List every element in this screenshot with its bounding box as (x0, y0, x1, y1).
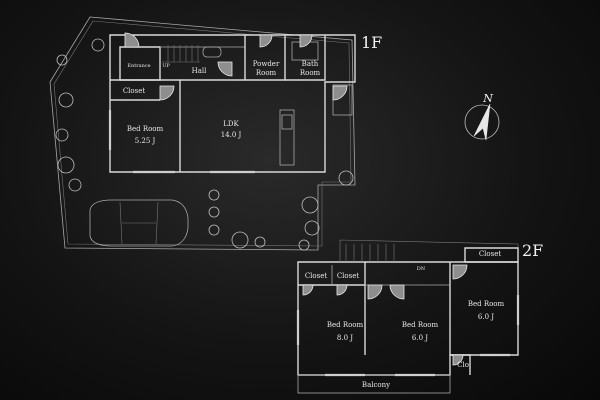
door-2f-bed-c (452, 264, 468, 280)
second-floor-plan: Closet Closet Closet DN Bed Room 8.0 J B… (296, 239, 543, 394)
label-bed-room-2f-a-size: 8.0 J (337, 334, 353, 342)
compass-circle (464, 104, 500, 140)
north-compass: N (464, 92, 500, 141)
label-bed-room-2f-c: Bed Room (468, 300, 505, 308)
compass-label: N (482, 92, 493, 105)
door-2f-closet-a (302, 284, 314, 296)
toilet (202, 46, 222, 58)
label-bath-room-2: Room (300, 69, 321, 77)
label-bed-room-2f-a: Bed Room (327, 321, 364, 329)
label-bed-room-1f: Bed Room (127, 125, 164, 133)
door-2f-bed-b (389, 284, 405, 300)
label-powder-room-2: Room (256, 69, 277, 77)
label-bed-room-1f-size: 5.25 J (135, 137, 156, 145)
label-ldk-size: 14.0 J (221, 131, 242, 139)
kitchen-counter (279, 109, 295, 166)
label-entrance: Entrance (127, 63, 150, 69)
door-2f-clo (452, 354, 464, 366)
door-hall (217, 61, 233, 77)
label-closet-2f-b: Closet (337, 272, 360, 280)
floor-label-2f: 2F (522, 241, 543, 260)
balcony-outline (297, 374, 451, 394)
floor-label-1f: 1F (361, 33, 382, 52)
trees-1f (55, 38, 354, 251)
label-closet-1f: Closet (123, 87, 146, 95)
label-ldk: LDK (223, 120, 239, 128)
partition-2f-closet-c (464, 247, 519, 263)
stair-2f (345, 244, 395, 262)
site-boundary-inner-1f (53, 20, 352, 247)
label-hall: Hall (192, 67, 208, 75)
label-bath-room-1: Bath (302, 60, 319, 68)
label-dn: DN (417, 266, 426, 272)
partition-powder (244, 35, 286, 81)
north-arrow-icon (473, 103, 491, 141)
door-powder (259, 34, 273, 48)
label-bed-room-2f-c-size: 6.0 J (478, 313, 494, 321)
door-2f-closet-b (336, 284, 348, 296)
label-up: UP (162, 63, 170, 69)
building-walls-1f (109, 34, 356, 173)
door-ldk (332, 85, 348, 101)
partition-bath (285, 35, 326, 81)
label-closet-2f-a: Closet (305, 272, 328, 280)
label-balcony: Balcony (362, 381, 390, 389)
door-bath (299, 34, 313, 48)
site-boundary-1f (49, 16, 356, 251)
kitchen-sink (281, 114, 293, 130)
door-2f-bed-a (367, 284, 383, 300)
label-bed-room-2f-b: Bed Room (402, 321, 439, 329)
door-closet (159, 85, 175, 101)
first-floor-plan: Entrance UP Hall Powder Room Bath Room C… (49, 16, 382, 251)
stair-1f (162, 45, 200, 63)
door-entrance (124, 32, 140, 48)
label-closet-2f-c: Closet (479, 250, 502, 258)
label-bed-room-2f-b-size: 6.0 J (412, 334, 428, 342)
label-powder-room-1: Powder (253, 60, 280, 68)
label-clo: Clo (457, 361, 469, 369)
parked-car (89, 199, 189, 247)
